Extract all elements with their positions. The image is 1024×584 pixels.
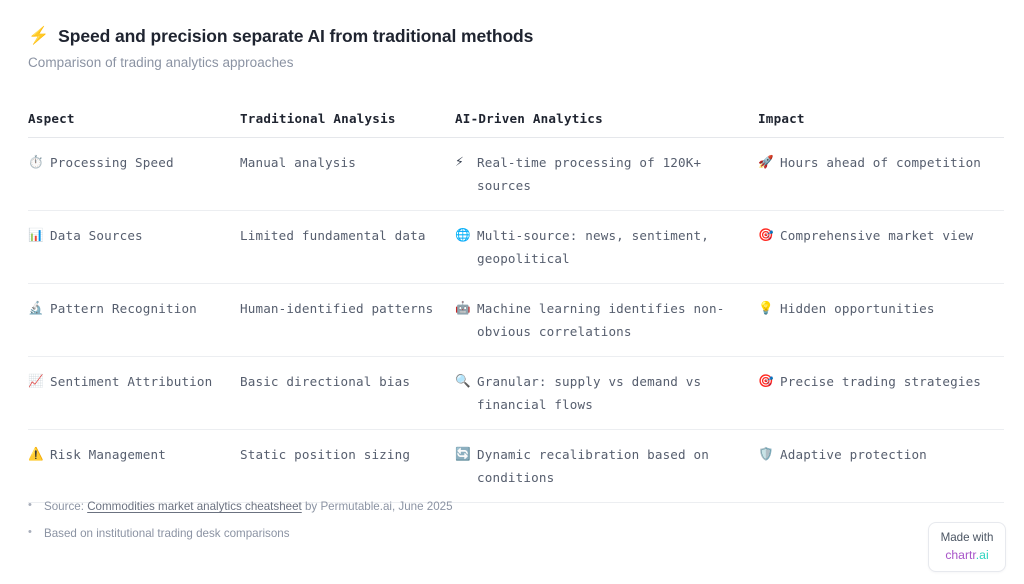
impact-label: Hours ahead of competition [780,155,982,170]
lightning-bolt-icon: ⚡ [28,26,50,45]
footnote-basis: • Based on institutional trading desk co… [28,525,498,544]
lightbulb-icon: 💡 [758,300,774,316]
impact-label: Precise trading strategies [780,374,982,390]
table-row: ⏱️ Processing Speed Manual analysis ⚡ Re… [28,137,1004,212]
ai-label: Granular: supply vs demand vs financial … [477,374,702,413]
cell-ai: ⚡ Real-time processing of 120K+ sources [455,137,758,212]
ai-label: Real-time processing of 120K+ sources [477,155,702,194]
ai-label: Dynamic recalibration based on condition… [477,447,709,486]
table-row: ⚠️ Risk Management Static position sizin… [28,429,1004,504]
made-with-chartr-badge[interactable]: Made with chartr.ai [928,522,1006,573]
badge-brand: chartr.ai [935,547,999,563]
target-icon: 🎯 [758,373,774,389]
footnote-text: Source: Commodities market analytics che… [44,498,453,517]
impact-label: Comprehensive market view [780,228,974,244]
cell-traditional: Static position sizing [240,429,455,504]
ai-label: Multi-source: news, sentiment, geopoliti… [477,228,709,267]
cell-impact: 🎯 Comprehensive market view [758,210,1004,285]
page-subtitle: Comparison of trading analytics approach… [28,55,294,70]
shield-icon: 🛡️ [758,446,774,462]
target-icon: 🎯 [758,227,774,243]
title-row: ⚡ Speed and precision separate AI from t… [28,26,1000,47]
cell-impact: 💡 Hidden opportunities [758,283,1004,358]
cell-traditional: Basic directional bias [240,356,455,431]
table-row: 🔬 Pattern Recognition Human-identified p… [28,283,1004,358]
page-header: ⚡ Speed and precision separate AI from t… [24,24,1000,70]
ai-label: Machine learning identifies non-obvious … [477,301,725,340]
cell-aspect: 📈 Sentiment Attribution [28,356,240,431]
refresh-arrows-icon: 🔄 [455,446,471,462]
cell-traditional: Manual analysis [240,137,455,212]
stopwatch-icon: ⏱️ [28,154,44,169]
cell-ai: 🤖 Machine learning identifies non-obviou… [455,283,758,358]
robot-icon: 🤖 [455,300,471,316]
cell-ai: 🔄 Dynamic recalibration based on conditi… [455,429,758,504]
rocket-icon: 🚀 [758,154,774,169]
cell-aspect: 🔬 Pattern Recognition [28,283,240,358]
cell-impact: 🚀 Hours ahead of competition [758,137,1004,212]
page-title: Speed and precision separate AI from tra… [58,26,534,46]
footnote-prefix: Source: [44,500,88,513]
chart-increasing-icon: 📈 [28,373,44,389]
impact-label: Adaptive protection [780,447,927,463]
footnote-suffix: by Permutable.ai, June 2025 [301,500,453,513]
bar-chart-icon: 📊 [28,227,44,243]
aspect-label: Sentiment Attribution [50,374,213,390]
cell-impact: 🛡️ Adaptive protection [758,429,1004,504]
aspect-label: Pattern Recognition [50,301,197,317]
table-row: 📊 Data Sources Limited fundamental data … [28,210,1004,285]
globe-icon: 🌐 [455,227,471,243]
cell-aspect: 📊 Data Sources [28,210,240,285]
source-link[interactable]: Commodities market analytics cheatsheet [87,500,302,513]
column-header-ai-driven-analytics: AI-Driven Analytics [455,111,758,138]
magnifying-glass-icon: 🔍 [455,373,471,389]
footnote-source: • Source: Commodities market analytics c… [28,498,498,517]
impact-label: Hidden opportunities [780,301,935,317]
badge-brand-name: chartr [945,547,976,562]
column-header-aspect: Aspect [28,111,240,138]
badge-brand-tld: .ai [975,547,989,562]
aspect-label: Risk Management [50,447,166,463]
cell-aspect: ⏱️ Processing Speed [28,137,240,212]
column-header-traditional-analysis: Traditional Analysis [240,111,455,138]
cell-traditional: Limited fundamental data [240,210,455,285]
microscope-icon: 🔬 [28,300,44,316]
table-row: 📈 Sentiment Attribution Basic directiona… [28,356,1004,431]
lightning-bolt-icon: ⚡ [455,154,464,169]
comparison-table: Aspect Traditional Analysis AI-Driven An… [28,111,1004,504]
aspect-label: Data Sources [50,228,143,244]
cell-aspect: ⚠️ Risk Management [28,429,240,504]
footnotes: • Source: Commodities market analytics c… [28,498,498,552]
warning-icon: ⚠️ [28,446,44,462]
badge-made-with-label: Made with [940,531,994,544]
cell-traditional: Human-identified patterns [240,283,455,358]
comparison-table-wrap: Aspect Traditional Analysis AI-Driven An… [24,111,1004,504]
table-header: Aspect Traditional Analysis AI-Driven An… [28,111,1004,138]
cell-ai: 🔍 Granular: supply vs demand vs financia… [455,356,758,431]
column-header-impact: Impact [758,111,1004,138]
bullet-icon: • [28,525,32,538]
cell-ai: 🌐 Multi-source: news, sentiment, geopoli… [455,210,758,285]
cell-impact: 🎯 Precise trading strategies [758,356,1004,431]
table-header-row: Aspect Traditional Analysis AI-Driven An… [28,111,1004,138]
bullet-icon: • [28,499,32,511]
table-body: ⏱️ Processing Speed Manual analysis ⚡ Re… [28,137,1004,504]
aspect-label: Processing Speed [50,155,174,170]
footnote-text: Based on institutional trading desk comp… [44,526,290,540]
